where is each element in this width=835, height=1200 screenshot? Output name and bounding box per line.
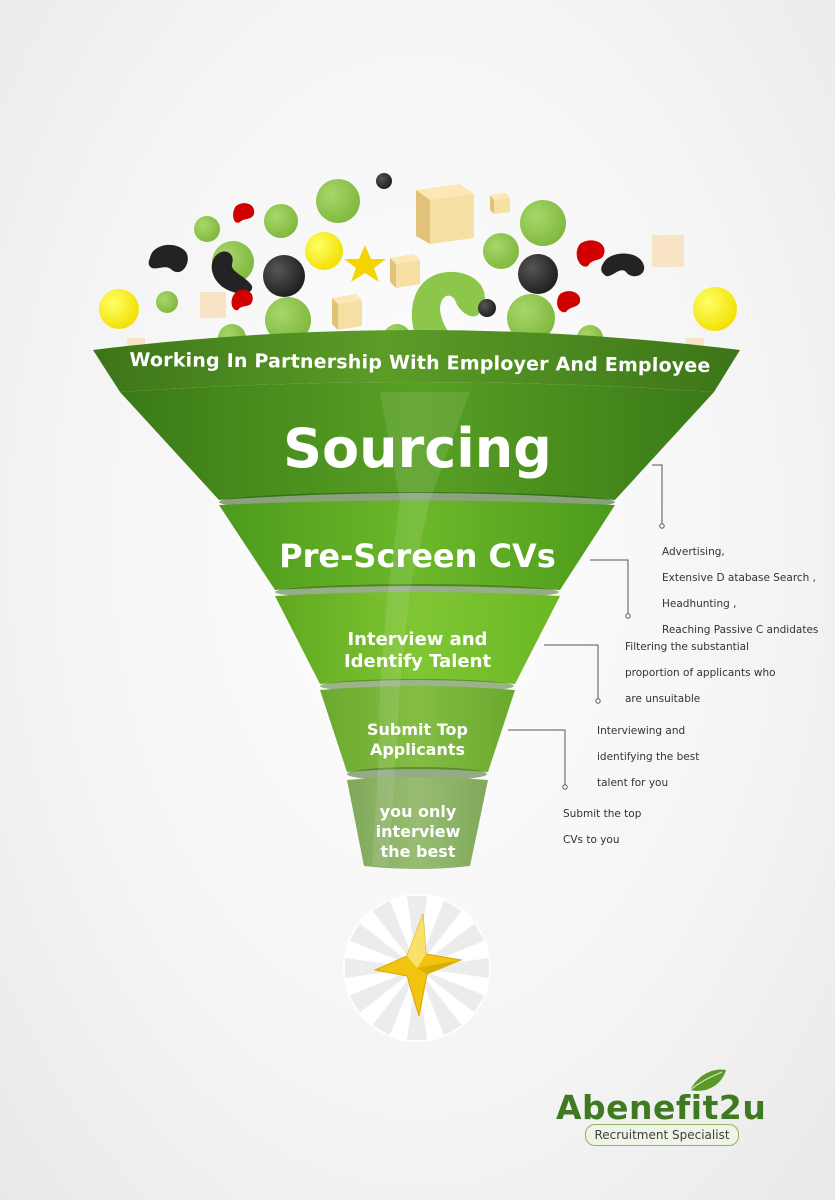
star-icon xyxy=(344,245,386,282)
green-ball xyxy=(194,216,220,242)
cube xyxy=(686,338,704,348)
stage-title-best: you only interview the best xyxy=(357,802,479,862)
stage-title-submit-line: Submit Top xyxy=(367,720,468,739)
green-ball xyxy=(316,179,360,223)
note-line: Submit the top xyxy=(563,808,642,820)
note-line: Extensive D atabase Search , xyxy=(662,572,817,584)
connector-submit xyxy=(508,729,566,785)
stage-title-interview-line: Interview and xyxy=(347,629,488,650)
cube xyxy=(652,235,684,267)
funnel-stage-pre-screen xyxy=(219,500,615,590)
stage-title-best-line: interview xyxy=(375,822,461,841)
note-line: Advertising, xyxy=(662,546,725,558)
note-interview: Interviewing and identifying the best ta… xyxy=(597,712,757,803)
connector-lines xyxy=(508,464,665,790)
dark-ball xyxy=(376,173,392,189)
green-ball xyxy=(156,291,178,313)
red-bean xyxy=(231,289,253,311)
funnel-stage-sourcing xyxy=(120,382,714,500)
connector-pre-screen xyxy=(590,559,629,614)
green-ball xyxy=(507,294,555,342)
stage-title-submit: Submit Top Applicants xyxy=(330,720,505,760)
leaf-icon xyxy=(689,1069,726,1091)
stage-title-sourcing: Sourcing xyxy=(283,417,552,480)
yellow-ball xyxy=(693,287,737,331)
green-ball xyxy=(483,233,519,269)
logo-name: Abenefit2u xyxy=(556,1088,767,1127)
note-sourcing: Advertising, Extensive D atabase Search … xyxy=(662,533,832,650)
funnel-stage-submit xyxy=(320,686,515,772)
funnel-rim xyxy=(93,330,740,392)
funnel-contents xyxy=(99,173,737,352)
red-bean xyxy=(557,291,581,313)
stage-title-interview-line: Identify Talent xyxy=(343,651,492,672)
note-line: are unsuitable xyxy=(625,693,701,705)
yellow-ball xyxy=(99,289,139,329)
connector-sourcing xyxy=(652,464,663,524)
red-bean xyxy=(576,240,605,267)
cube xyxy=(332,294,362,330)
stage-title-submit-line: Applicants xyxy=(369,740,466,759)
green-ball xyxy=(265,297,311,343)
cube xyxy=(127,338,145,348)
note-line: Interviewing and xyxy=(597,725,686,737)
dark-ball xyxy=(518,254,558,294)
funnel-stage-best xyxy=(347,777,488,869)
cube xyxy=(390,254,420,288)
note-line: Headhunting , xyxy=(662,598,737,610)
dark-ball xyxy=(263,255,305,297)
connector-interview xyxy=(544,644,599,699)
note-line: talent for you xyxy=(597,777,669,789)
note-line: Reaching Passive C andidates xyxy=(662,624,819,636)
black-bean xyxy=(148,244,188,273)
stage-title-interview: Interview and Identify Talent xyxy=(300,629,535,673)
red-bean xyxy=(233,203,255,223)
note-line: proportion of applicants who xyxy=(625,667,776,679)
green-ball xyxy=(520,200,566,246)
note-line: CVs to you xyxy=(563,834,620,846)
funnel-stage-interview xyxy=(275,592,560,684)
cube xyxy=(490,193,510,214)
stage-title-best-line: you only xyxy=(379,802,457,821)
black-bean xyxy=(601,253,645,277)
stage-title-best-line: the best xyxy=(380,842,456,861)
black-bean xyxy=(211,251,253,294)
note-submit: Submit the top CVs to you xyxy=(563,795,703,860)
cube xyxy=(200,292,226,318)
yellow-ball xyxy=(305,232,343,270)
cube xyxy=(416,184,474,244)
logo-tagline: Recruitment Specialist xyxy=(585,1124,739,1146)
green-swirl xyxy=(411,271,485,338)
dark-ball xyxy=(478,299,496,317)
star-burst xyxy=(343,894,491,1042)
note-pre-screen: Filtering the substantial proportion of … xyxy=(625,628,825,719)
note-line: identifying the best xyxy=(597,751,700,763)
green-ball xyxy=(264,204,298,238)
note-line: Filtering the substantial xyxy=(625,641,750,653)
stage-title-pre-screen: Pre-Screen CVs xyxy=(279,537,556,575)
funnel xyxy=(93,330,740,869)
